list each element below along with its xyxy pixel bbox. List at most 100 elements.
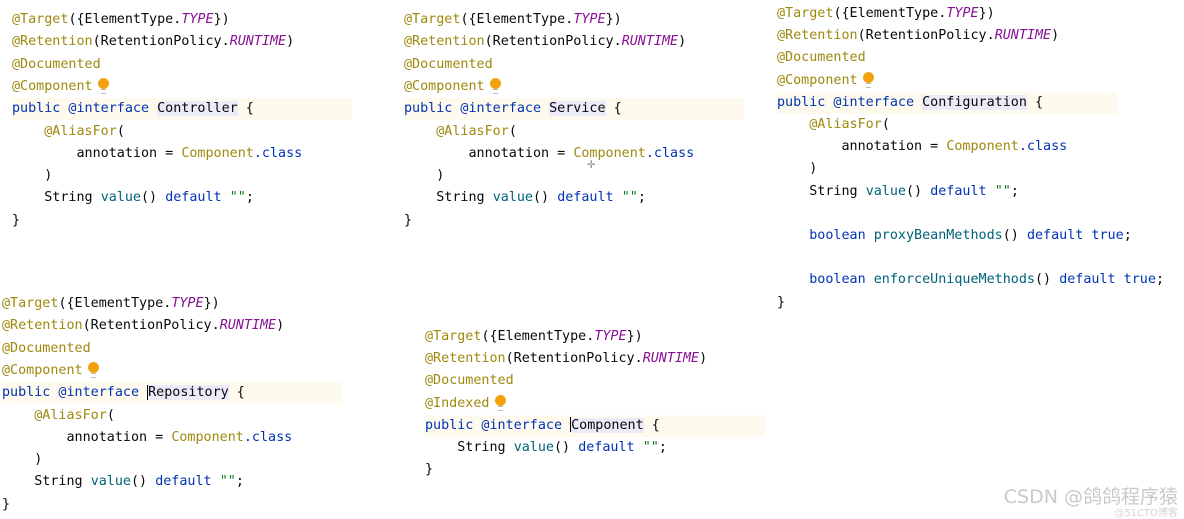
code-token — [222, 190, 230, 205]
code-line[interactable]: } — [2, 494, 10, 516]
code-token: RUNTIME — [219, 318, 277, 334]
code-token: ) — [777, 161, 818, 177]
code-line[interactable]: annotation = Component.class — [404, 143, 694, 165]
code-line[interactable]: boolean enforceUniqueMethods() default t… — [777, 269, 1164, 291]
code-line[interactable]: String value() default ""; — [404, 187, 646, 209]
code-token: RUNTIME — [994, 28, 1052, 44]
code-line[interactable]: } — [404, 210, 412, 232]
code-token: value — [865, 183, 906, 199]
code-line[interactable]: public @interface Configuration { — [777, 91, 1117, 114]
code-line[interactable]: @Retention(RetentionPolicy.RUNTIME) — [12, 31, 294, 53]
code-line[interactable]: String value() default ""; — [2, 471, 244, 493]
code-token: () — [141, 190, 166, 206]
code-line[interactable]: @Documented — [425, 370, 514, 392]
code-line[interactable]: public @interface Repository { — [2, 382, 342, 405]
code-token: ) — [1051, 28, 1060, 44]
interface-name: Repository — [148, 385, 229, 401]
code-token: default true — [1026, 228, 1124, 243]
code-line[interactable]: } — [12, 210, 20, 232]
code-token: ; — [658, 440, 667, 455]
code-token: ; — [1010, 183, 1019, 199]
code-line[interactable]: @Target({ElementType.TYPE}) — [2, 293, 220, 315]
interface-name: Configuration — [922, 94, 1027, 110]
lightbulb-icon[interactable] — [87, 362, 99, 379]
code-line[interactable]: @Target({ElementType.TYPE}) — [12, 9, 230, 31]
code-line[interactable]: @Component — [404, 76, 501, 98]
code-token: ( — [881, 117, 890, 132]
code-line[interactable]: @Target({ElementType.TYPE}) — [404, 9, 622, 31]
code-line[interactable]: @Target({ElementType.TYPE}) — [777, 3, 995, 25]
code-line[interactable]: @AliasFor( — [2, 405, 115, 427]
code-line[interactable]: @Target({ElementType.TYPE}) — [425, 326, 643, 348]
code-line[interactable]: String value() default ""; — [12, 187, 254, 209]
code-line[interactable]: @Documented — [12, 54, 101, 76]
code-token: .class — [645, 145, 695, 161]
code-line[interactable]: @AliasFor( — [777, 114, 890, 136]
lightbulb-icon[interactable] — [494, 395, 506, 412]
code-line[interactable]: public @interface Controller { — [12, 98, 352, 121]
code-token: String — [2, 474, 91, 490]
code-line[interactable]: ) — [404, 165, 444, 187]
lightbulb-icon[interactable] — [862, 72, 874, 89]
interface-name: Service — [549, 101, 606, 117]
code-token: ) — [2, 452, 43, 468]
interface-name: Component — [571, 417, 644, 433]
code-token: @Retention — [2, 318, 83, 334]
code-token: @Target — [425, 329, 482, 344]
code-token — [404, 124, 436, 139]
code-line[interactable]: @Indexed — [425, 393, 506, 415]
code-line[interactable]: @Retention(RetentionPolicy.RUNTIME) — [425, 348, 707, 370]
code-token: @Documented — [404, 56, 493, 72]
code-line[interactable]: ) — [2, 449, 42, 471]
code-token: @Documented — [425, 373, 514, 389]
code-token: @Retention — [404, 34, 485, 50]
code-token: () — [1002, 228, 1027, 243]
code-line[interactable]: public @interface Service { — [404, 98, 744, 121]
code-line[interactable]: ) — [12, 165, 52, 187]
code-line[interactable]: public @interface Component { — [425, 414, 765, 437]
code-line[interactable]: boolean proxyBeanMethods() default true; — [777, 225, 1132, 247]
code-line[interactable]: annotation = Component.class — [12, 143, 302, 165]
code-token: value — [100, 190, 141, 206]
code-line[interactable]: ) — [777, 158, 817, 180]
code-line[interactable]: @Documented — [777, 47, 866, 69]
code-line[interactable]: @Component — [2, 360, 99, 382]
code-line[interactable]: @AliasFor( — [404, 121, 517, 143]
lightbulb-icon[interactable] — [489, 78, 501, 95]
code-token: Component — [946, 139, 1019, 155]
lightbulb-icon[interactable] — [97, 78, 109, 95]
code-line[interactable]: String value() default ""; — [777, 181, 1019, 203]
code-token: .class — [1018, 139, 1068, 155]
code-token: @Target — [777, 6, 834, 21]
code-line[interactable]: @Documented — [404, 54, 493, 76]
code-token: public @interface — [12, 101, 158, 117]
code-line[interactable]: String value() default ""; — [425, 437, 667, 459]
code-line[interactable]: @AliasFor( — [12, 121, 125, 143]
code-token: @Target — [12, 12, 69, 27]
code-token — [12, 124, 44, 139]
code-token: "" — [219, 474, 236, 490]
code-line[interactable]: } — [777, 292, 785, 314]
code-token: ({ElementType. — [460, 12, 574, 27]
code-token: "" — [642, 440, 659, 455]
code-line[interactable]: @Retention(RetentionPolicy.RUNTIME) — [777, 25, 1059, 47]
code-token: proxyBeanMethods — [873, 228, 1003, 243]
code-token: TYPE — [946, 6, 979, 21]
code-line[interactable]: @Retention(RetentionPolicy.RUNTIME) — [404, 31, 686, 53]
code-token: public @interface — [777, 94, 923, 110]
text-caret — [147, 384, 149, 400]
code-line[interactable]: annotation = Component.class — [2, 427, 292, 449]
text-caret — [570, 417, 572, 433]
code-line[interactable]: @Retention(RetentionPolicy.RUNTIME) — [2, 315, 284, 337]
code-token: @AliasFor — [44, 123, 117, 139]
code-line[interactable]: @Component — [777, 70, 874, 92]
code-token: @Component — [777, 72, 858, 88]
code-line[interactable]: @Component — [12, 76, 109, 98]
code-line[interactable]: annotation = Component.class — [777, 136, 1067, 158]
code-line[interactable]: } — [425, 459, 433, 481]
code-token: Component — [573, 145, 646, 161]
code-token: }) — [626, 329, 643, 344]
interface-name: Controller — [157, 101, 238, 117]
code-token: (RetentionPolicy. — [484, 34, 622, 50]
code-line[interactable]: @Documented — [2, 338, 91, 360]
